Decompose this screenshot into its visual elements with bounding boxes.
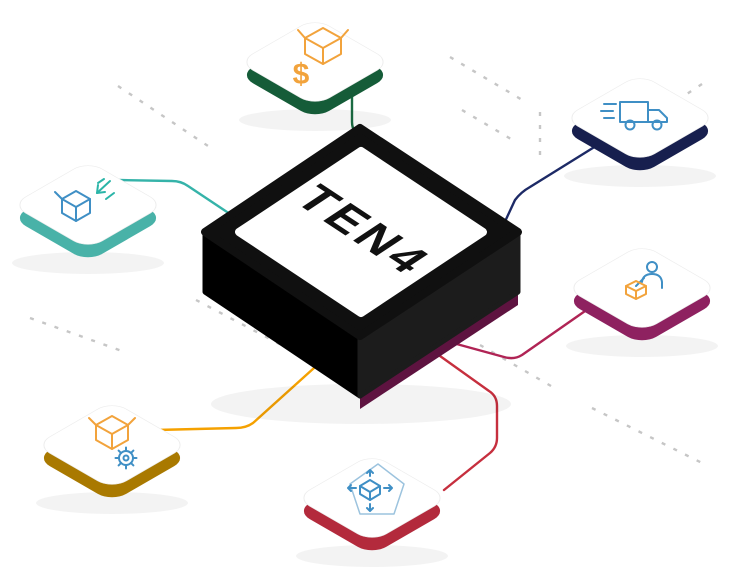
connector-boxes-arrow: [116, 178, 238, 220]
dashed-line: [449, 55, 525, 103]
tile-shadow: [239, 109, 391, 131]
tile-shadow: [564, 165, 716, 187]
tile-top: [19, 165, 157, 245]
tile-box-expand: [296, 458, 448, 567]
dollar-sign: $: [293, 58, 310, 91]
dashed-line: [591, 406, 709, 468]
tile-shadow: [566, 335, 718, 357]
tile-box-gear: [36, 405, 188, 514]
ten4-cube: TEN4: [201, 124, 522, 424]
connector-delivery-truck: [500, 144, 598, 230]
tile-shadow: [12, 252, 164, 274]
tile-shadow: [296, 545, 448, 567]
box-gear-icon: [88, 415, 138, 470]
delivery-truck-icon: [600, 101, 668, 131]
dollar-box-icon: $: [293, 27, 349, 91]
cube-underside-accent: [360, 292, 518, 409]
dashed-line: [479, 343, 559, 392]
tile-delivery-truck: [564, 78, 716, 187]
dashed-line: [195, 298, 290, 351]
tile-box-dollar: $: [239, 22, 391, 131]
tile-shadow: [36, 492, 188, 514]
tile-top: [571, 78, 709, 158]
connector-box-expand: [424, 344, 499, 492]
gear-icon: [114, 446, 138, 470]
boxes-arrow-icon: [54, 178, 115, 222]
tile-boxes-arrow: [12, 165, 164, 274]
dashed-line: [461, 108, 517, 144]
person-box-icon: [625, 261, 663, 300]
cube-label-panel: [235, 147, 487, 317]
dashed-line: [29, 316, 123, 353]
dashed-line: [117, 85, 215, 151]
tile-top: [246, 22, 384, 102]
connector-box-gear: [154, 366, 316, 432]
tile-person-box: [566, 248, 718, 357]
connector-person-box: [440, 300, 600, 360]
box-expand-icon: [347, 463, 405, 515]
